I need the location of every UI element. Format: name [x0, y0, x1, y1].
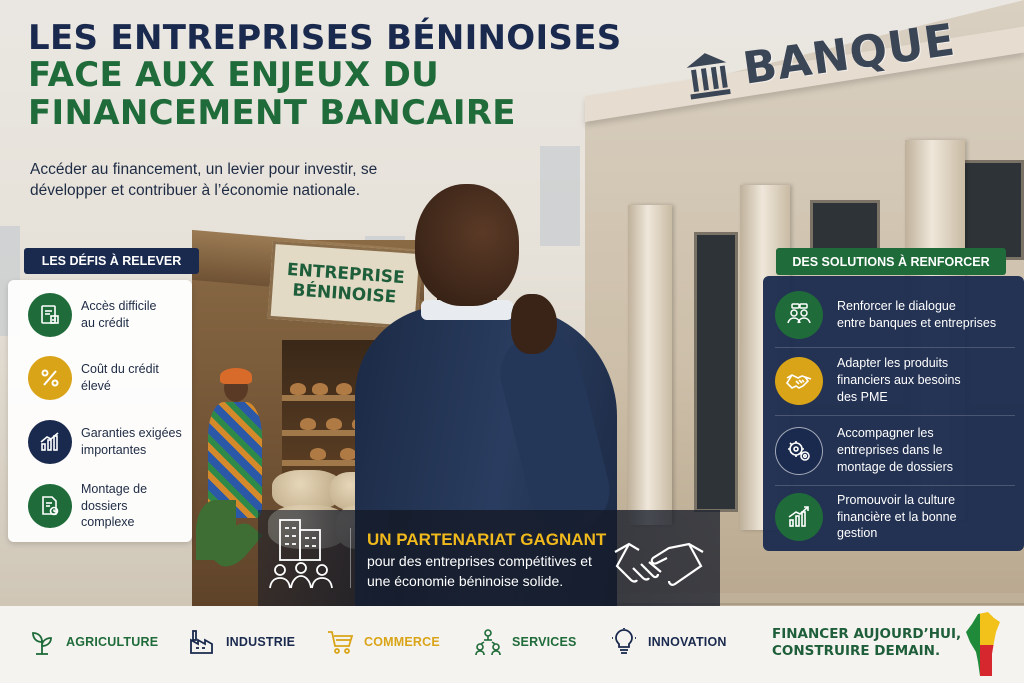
title-line-3: FINANCEMENT BANCAIRE: [28, 92, 516, 133]
challenge-label: Garanties exigées importantes: [81, 426, 182, 457]
man-head: [415, 184, 519, 306]
file-clock-icon: [28, 484, 72, 528]
city-people-icon: [269, 519, 333, 589]
bank-column: [628, 205, 672, 525]
challenge-item: Accès difficile au crédit: [8, 283, 192, 347]
challenge-item: Montage de dossiers complexe: [8, 474, 192, 538]
sector-label: SERVICES: [512, 635, 577, 649]
woman-headwrap: [220, 368, 252, 384]
stall-shelf: [282, 460, 412, 466]
pot: [300, 418, 316, 430]
solution-label: Adapter les produits financiers aux beso…: [837, 356, 961, 404]
sector-innovation: INNOVATION: [610, 622, 727, 662]
title-line-2: FACE AUX ENJEUX DU: [28, 55, 440, 96]
handshake-icon: [775, 356, 823, 405]
sector-industrie: INDUSTRIE: [188, 622, 295, 662]
people-dialogue-icon: [775, 290, 823, 339]
bank-sign: BANQUE: [682, 14, 959, 102]
pot: [326, 418, 342, 430]
gears-icon: [775, 426, 823, 475]
sector-label: INNOVATION: [648, 635, 727, 649]
partnership-title: UN PARTENARIAT GAGNANT: [367, 530, 607, 549]
partnership-text: pour des entreprises compétitives et une…: [367, 553, 592, 589]
hand-on-chin: [511, 294, 557, 354]
lightbulb-icon: [612, 628, 636, 654]
challenge-label: Montage de dossiers complexe: [81, 481, 148, 530]
percent-icon: [28, 356, 72, 400]
stall-shelf: [282, 430, 412, 436]
title-line-1: LES ENTREPRISES BÉNINOISES: [28, 18, 622, 58]
pot: [336, 383, 352, 395]
bank-icon: [686, 52, 731, 100]
network-people-icon: [475, 629, 501, 656]
benin-flag-map-icon: [966, 612, 1000, 676]
bank-window: [960, 160, 1024, 260]
stall-shelf: [282, 395, 412, 401]
distant-building: [540, 146, 580, 246]
cart-icon: [328, 631, 354, 654]
pot: [312, 383, 328, 395]
woman-vendor: [204, 368, 264, 518]
solution-label: Renforcer le dialogue entre banques et e…: [837, 298, 997, 330]
sector-services: SERVICES: [474, 622, 577, 662]
challenge-label: Coût du crédit élevé: [81, 362, 159, 393]
page-title: LES ENTREPRISES BÉNINOISES FACE AUX ENJE…: [28, 18, 622, 133]
factory-icon: [190, 630, 213, 654]
bar-chart-icon: [28, 420, 72, 464]
bank-window: [694, 232, 738, 512]
plant-icon: [32, 632, 52, 655]
solution-item: Renforcer le dialogue entre banques et e…: [775, 282, 1015, 348]
partnership-divider: [350, 528, 351, 588]
challenge-item: Garanties exigées importantes: [8, 410, 192, 474]
handshake-icon: [614, 542, 704, 586]
sector-commerce: COMMERCE: [326, 622, 440, 662]
solution-label: Promouvoir la culture financière et la b…: [837, 492, 957, 541]
solution-label: Accompagner les entreprises dans le mont…: [837, 426, 954, 474]
footer-bar: [0, 606, 1024, 683]
solution-item: Accompagner les entreprises dans le mont…: [775, 416, 1015, 486]
sector-label: COMMERCE: [364, 635, 440, 649]
sector-label: AGRICULTURE: [66, 635, 159, 649]
solution-item: Promouvoir la culture financière et la b…: [775, 484, 1015, 550]
solutions-heading: DES SOLUTIONS À RENFORCER: [776, 248, 1006, 275]
sector-label: INDUSTRIE: [226, 635, 296, 649]
challenges-heading: LES DÉFIS À RELEVER: [24, 248, 199, 274]
shirt-collar: [421, 300, 513, 320]
woman-dress: [208, 402, 262, 518]
partnership-banner: [258, 510, 720, 606]
pot: [310, 448, 326, 460]
growth-chart-icon: [775, 493, 823, 541]
slogan: FINANCER AUJOURD’HUI, CONSTRUIRE DEMAIN.: [772, 626, 962, 659]
document-chart-icon: [28, 293, 72, 337]
sector-agriculture: AGRICULTURE: [28, 622, 158, 662]
challenge-label: Accès difficile au crédit: [81, 299, 157, 330]
subtitle: Accéder au financement, un levier pour i…: [30, 161, 378, 199]
solution-item: Adapter les produits financiers aux beso…: [775, 346, 1015, 416]
pot: [290, 383, 306, 395]
challenge-item: Coût du crédit élevé: [8, 346, 192, 410]
pot: [340, 448, 356, 460]
